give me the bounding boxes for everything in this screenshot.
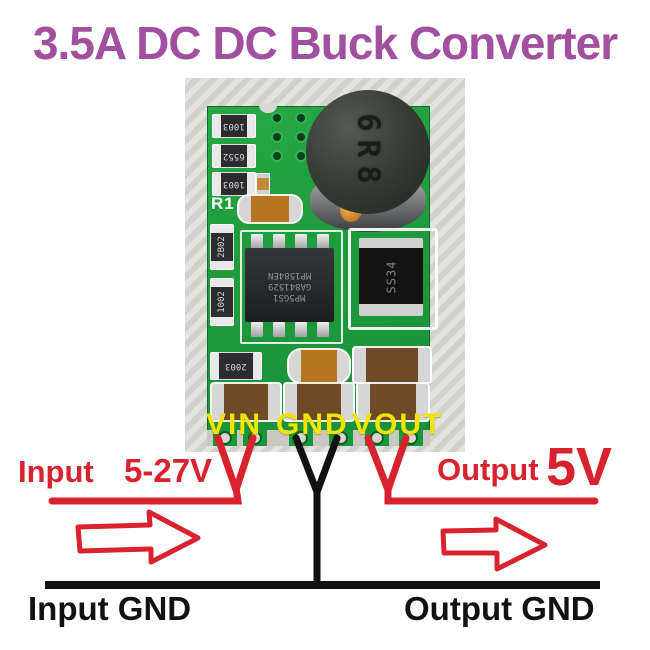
via — [297, 133, 305, 141]
silkscreen-label-r1: R1 — [211, 194, 235, 213]
input-label: Input — [18, 454, 94, 489]
input-gnd-label: Input GND — [28, 590, 192, 627]
ic-pin — [273, 234, 285, 249]
page-title: 3.5A DC DC Buck Converter — [32, 17, 618, 69]
input-wire-line — [48, 484, 243, 505]
ic-silkscreen — [240, 230, 343, 344]
input-flow-arrow-icon — [75, 509, 201, 565]
capacitor — [352, 346, 432, 384]
gnd-wire-y — [292, 434, 341, 496]
resistor: 1003 — [212, 114, 256, 138]
via — [273, 114, 281, 122]
via — [273, 152, 281, 160]
output-flow-arrow-icon — [440, 516, 548, 572]
via — [273, 133, 281, 141]
pcb-board: 1003 6552 1003 R1 2B02 1002 6R8 — [207, 90, 438, 446]
ic-pin — [251, 234, 263, 249]
capacitor — [356, 382, 430, 422]
pin-label-gnd: GND — [276, 408, 349, 441]
via — [297, 114, 305, 122]
pin-label-vout: VOUT — [352, 408, 444, 441]
ic-pin — [317, 322, 329, 337]
resistor: 2B02 — [210, 224, 234, 270]
via — [297, 152, 305, 160]
output-wire-line — [384, 484, 599, 505]
output-voltage: 5V — [546, 437, 613, 497]
inductor-notch — [259, 103, 277, 113]
pin-label-vin: VIN — [206, 408, 263, 441]
input-voltage-range: 5-27V — [124, 452, 213, 489]
output-label: Output — [437, 452, 539, 487]
resistor: 6552 — [212, 144, 256, 168]
diode: SS34 — [359, 238, 423, 316]
buck-converter-ic: MP1584EN GA841529 MP5GS1 — [245, 248, 334, 322]
inductor: 6R8 — [306, 90, 430, 214]
resistor: 2003 — [210, 352, 262, 380]
resistor: 1003 — [212, 172, 256, 196]
capacitor — [283, 382, 355, 422]
resistor: 1002 — [210, 278, 234, 326]
capacitor — [210, 382, 282, 422]
ic-pin — [273, 322, 285, 337]
ic-pin — [317, 234, 329, 249]
module-photo: 1003 6552 1003 R1 2B02 1002 6R8 — [185, 78, 465, 452]
ic-pin — [295, 234, 307, 249]
output-wire-y — [364, 434, 410, 494]
output-gnd-label: Output GND — [404, 590, 595, 627]
capacitor — [237, 194, 303, 224]
diode-silkscreen — [348, 228, 438, 330]
input-wire-y — [214, 434, 257, 494]
ic-pin — [295, 322, 307, 337]
ic-pin — [251, 322, 263, 337]
